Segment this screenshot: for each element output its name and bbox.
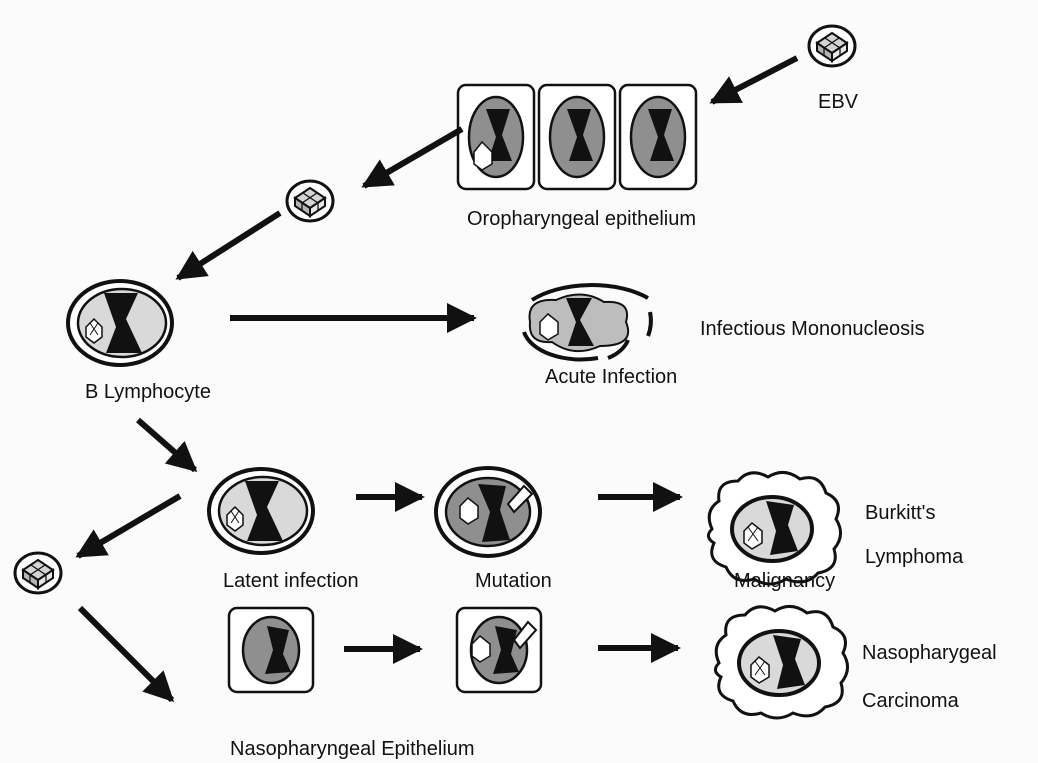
infectious-mononucleosis-label: Infectious Mononucleosis [700,318,925,341]
malignancy-label: Malignancy [734,570,835,593]
ebv-virus-icon [809,26,855,66]
oropharyngeal-epithelium-label: Oropharyngeal epithelium [467,208,696,231]
oropharyngeal-epithelium-cells [458,85,696,189]
nasopharyngeal-carcinoma-label-line2: Carcinoma [862,690,959,713]
mutation-cell [436,468,540,556]
arrow-latent-to-virus [78,496,180,556]
epithelial-cell-3 [620,85,696,189]
b-lymphocyte-label: B Lymphocyte [85,381,211,404]
burkitts-label-line1: Burkitt's [865,502,936,525]
nasopharyngeal-carcinoma-cell [715,606,847,718]
ebv-label: EBV [818,91,858,114]
arrow-virus-to-b-cell [178,213,280,278]
arrow-ebv-to-epithelium [712,58,797,102]
burkitts-label-line2: Lymphoma [865,546,963,569]
mutation-label: Mutation [475,570,552,593]
latent-infection-cell [209,469,313,553]
nasopharyngeal-carcinoma-label-line1: Nasopharygeal [862,642,997,665]
arrow-virus-to-nasopharyngeal [80,608,172,700]
acute-infection-label: Acute Infection [545,366,677,389]
arrow-b-cell-to-latent [138,420,195,470]
arrow-epithelium-to-virus [364,129,462,186]
nasopharyngeal-epithelial-cell [229,608,313,692]
acute-infection-cell [524,285,651,359]
epithelial-cell-2 [539,85,615,189]
free-virus-icon [287,181,333,221]
nasopharyngeal-mutation-cell [457,608,541,692]
latent-infection-label: Latent infection [223,570,359,593]
epithelial-cell-1 [458,85,534,189]
malignancy-tumor-cell [708,472,840,584]
released-virus-icon [15,553,61,593]
b-lymphocyte-cell [68,281,172,365]
nasopharyngeal-epithelium-label: Nasopharyngeal Epithelium [230,738,475,761]
